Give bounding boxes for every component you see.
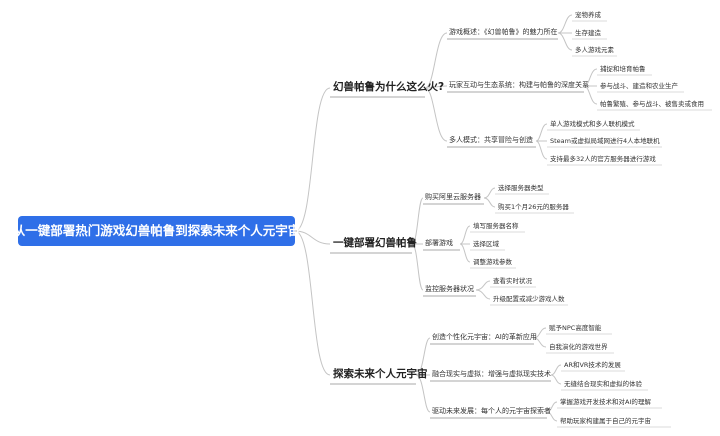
branch-2-topic-2[interactable]: 部署游戏	[425, 239, 453, 247]
branch-1-topic-1[interactable]: 游戏概述：《幻兽帕鲁》的魅力所在	[449, 28, 558, 36]
branch-3-topic-2[interactable]: 融合现实与虚拟：增强与虚拟现实技术	[432, 370, 551, 378]
leaf-2-2-1[interactable]: 填写服务器名称	[473, 222, 519, 230]
leaf-1-1-3[interactable]: 多人游戏元素	[575, 46, 614, 54]
leaf-3-2-1[interactable]: AR和VR技术的发展	[564, 361, 621, 369]
leaf-2-1-2[interactable]: 购买1个月26元的服务器	[498, 203, 569, 211]
root-node[interactable]: 从一键部署热门游戏幻兽帕鲁到探索未来个人元宇宙	[13, 216, 300, 246]
connector-root-branch-2	[294, 230, 331, 245]
leaf-3-3-1[interactable]: 掌握游戏开发技术和对AI的理解	[560, 398, 651, 406]
leaf-1-3-3[interactable]: 支持最多32人的官方服务器进行游戏	[550, 155, 656, 163]
leaf-2-2-3[interactable]: 调整游戏参数	[473, 258, 512, 266]
branch-3-title[interactable]: 探索未来个人元宇宙	[333, 368, 428, 380]
leaf-2-3-2[interactable]: 升级配置或减少游戏人数	[493, 295, 565, 303]
branch-2-topic-3[interactable]: 监控服务器状况	[425, 285, 474, 293]
leaf-1-3-2[interactable]: Steam或虚拟局域网进行4人本地联机	[550, 137, 660, 145]
branch-2-title[interactable]: 一键部署幻兽帕鲁	[333, 237, 417, 249]
leaf-3-1-2[interactable]: 自我演化的游戏世界	[549, 343, 608, 351]
leaf-1-2-3[interactable]: 帕鲁繁殖、参与战斗、被售卖或食用	[600, 100, 704, 108]
branch-3-topic-1[interactable]: 创造个性化元宇宙：AI的革新应用	[432, 333, 537, 341]
branch-2-topic-1[interactable]: 购买阿里云服务器	[425, 193, 481, 201]
connector-root-branch-1	[294, 87, 331, 232]
leaf-1-1-2[interactable]: 生存建造	[575, 29, 601, 37]
leaf-1-2-1[interactable]: 捕捉和培育帕鲁	[600, 65, 646, 73]
leaf-2-3-1[interactable]: 查看实时状况	[493, 277, 532, 285]
branch-3-topic-3[interactable]: 驱动未来发展：每个人的元宇宙探索者	[432, 407, 551, 415]
leaf-1-2-2[interactable]: 参与战斗、建造和农业生产	[600, 82, 678, 90]
branch-1-topic-3[interactable]: 多人模式：共享冒险与创造	[449, 136, 533, 144]
leaf-2-2-2[interactable]: 选择区域	[473, 240, 499, 248]
connector-root-branch-3	[294, 230, 331, 376]
leaf-3-1-1[interactable]: 赋予NPC高度智能	[549, 324, 602, 332]
leaf-3-3-2[interactable]: 帮助玩家构建属于自己的元宇宙	[560, 417, 651, 425]
branch-1-title[interactable]: 幻兽帕鲁为什么这么火?	[333, 81, 445, 93]
leaf-3-2-2[interactable]: 无缝结合现实和虚拟的体验	[564, 380, 642, 388]
leaf-2-1-1[interactable]: 选择服务器类型	[498, 184, 544, 192]
leaf-1-1-1[interactable]: 宠物养成	[575, 11, 601, 19]
leaf-1-3-1[interactable]: 单人游戏模式和多人联机模式	[550, 120, 635, 128]
branch-1-topic-2[interactable]: 玩家互动与生态系统：构建与帕鲁的深度关系	[449, 81, 589, 89]
